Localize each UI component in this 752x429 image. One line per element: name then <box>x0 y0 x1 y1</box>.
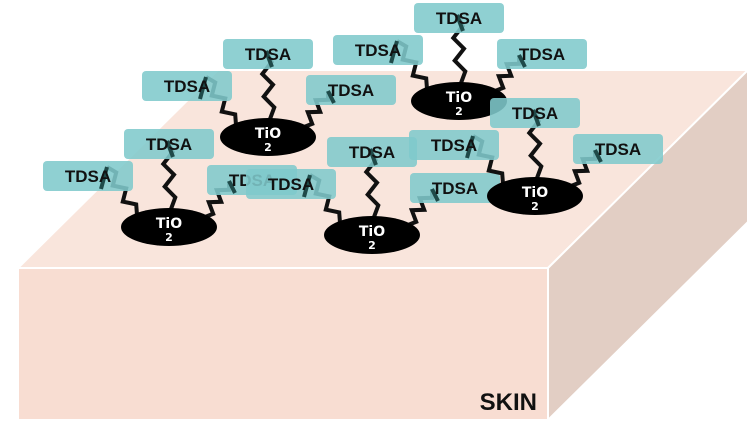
ligand-link <box>99 166 109 190</box>
ligand-2-2: TDSA <box>414 3 504 84</box>
tio2-label: TiO <box>359 224 385 240</box>
ligand-4-2: TDSA <box>327 137 417 218</box>
ligand-box <box>306 75 396 105</box>
ligand-5-2: TDSA <box>490 98 580 179</box>
tio2-particle-body <box>121 208 217 246</box>
tio2-label: TiO <box>255 126 281 142</box>
ligand-label: TDSA <box>164 77 210 96</box>
ligand-5-3: TDSA <box>570 134 663 188</box>
ligand-box <box>333 35 423 65</box>
ligand-label: TDSA <box>65 167 111 186</box>
ligand-label: TDSA <box>519 45 565 64</box>
ligand-box <box>409 130 499 160</box>
ligand-2-3: TDSA <box>494 39 587 93</box>
ligand-link <box>302 174 312 198</box>
ligand-3-1: TDSA <box>43 161 139 216</box>
ligand-label: TDSA <box>268 175 314 194</box>
tio2-subscript: 2 <box>531 200 539 213</box>
ligand-box <box>142 71 232 101</box>
ligand-link <box>165 140 175 158</box>
tio2-subscript: 2 <box>165 231 173 244</box>
ligand-3-2: TDSA <box>124 129 214 210</box>
particle-layer: TDSATDSATDSATiO2TDSATDSATDSATiO2TDSATDSA… <box>43 3 663 254</box>
tio2-particle-body <box>324 216 420 254</box>
ligand-box <box>497 39 587 69</box>
ligand-link <box>455 14 465 32</box>
ligand-4-1: TDSA <box>246 169 342 224</box>
ligand-link <box>326 90 336 104</box>
ligand-label: TDSA <box>595 140 641 159</box>
ligand-5-1: TDSA <box>409 130 505 185</box>
ligand-label: TDSA <box>349 143 395 162</box>
tio2-label: TiO <box>446 90 472 106</box>
ligand-box <box>410 173 500 203</box>
ligand-label: TDSA <box>512 104 558 123</box>
ligand-link <box>531 109 541 127</box>
tio2-label: TiO <box>156 216 182 232</box>
ligand-link <box>430 188 440 202</box>
ligand-link <box>465 135 475 159</box>
tio2-subscript: 2 <box>368 239 376 252</box>
tio2-particle-body <box>487 177 583 215</box>
ligand-label: TDSA <box>355 41 401 60</box>
ligand-link <box>264 50 274 68</box>
ligand-label: TDSA <box>245 45 291 64</box>
ligand-box <box>573 134 663 164</box>
ligand-box <box>246 169 336 199</box>
ligand-label: TDSA <box>328 81 374 100</box>
ligand-link <box>227 180 237 194</box>
ligand-label: TDSA <box>431 136 477 155</box>
ligand-label: TDSA <box>432 179 478 198</box>
tio2-particle-body <box>411 82 507 120</box>
skin-front-face <box>17 267 549 421</box>
ligand-link <box>389 40 399 64</box>
ligand-4-3: TDSA <box>407 173 500 227</box>
tio2-label: TiO <box>522 185 548 201</box>
skin-label: SKIN <box>480 389 537 416</box>
ligand-link <box>198 76 208 100</box>
ligand-1-2: TDSA <box>223 39 313 120</box>
ligand-1-1: TDSA <box>142 71 238 126</box>
ligand-box <box>43 161 133 191</box>
ligand-label: TDSA <box>146 135 192 154</box>
tio2-subscript: 2 <box>455 105 463 118</box>
tio2-subscript: 2 <box>264 141 272 154</box>
ligand-1-3: TDSA <box>303 75 396 129</box>
ligand-label: TDSA <box>436 9 482 28</box>
ligand-link <box>593 149 603 163</box>
ligand-link <box>517 54 527 68</box>
tio2-particle-body <box>220 118 316 156</box>
ligand-2-1: TDSA <box>333 35 429 90</box>
ligand-link <box>368 148 378 166</box>
